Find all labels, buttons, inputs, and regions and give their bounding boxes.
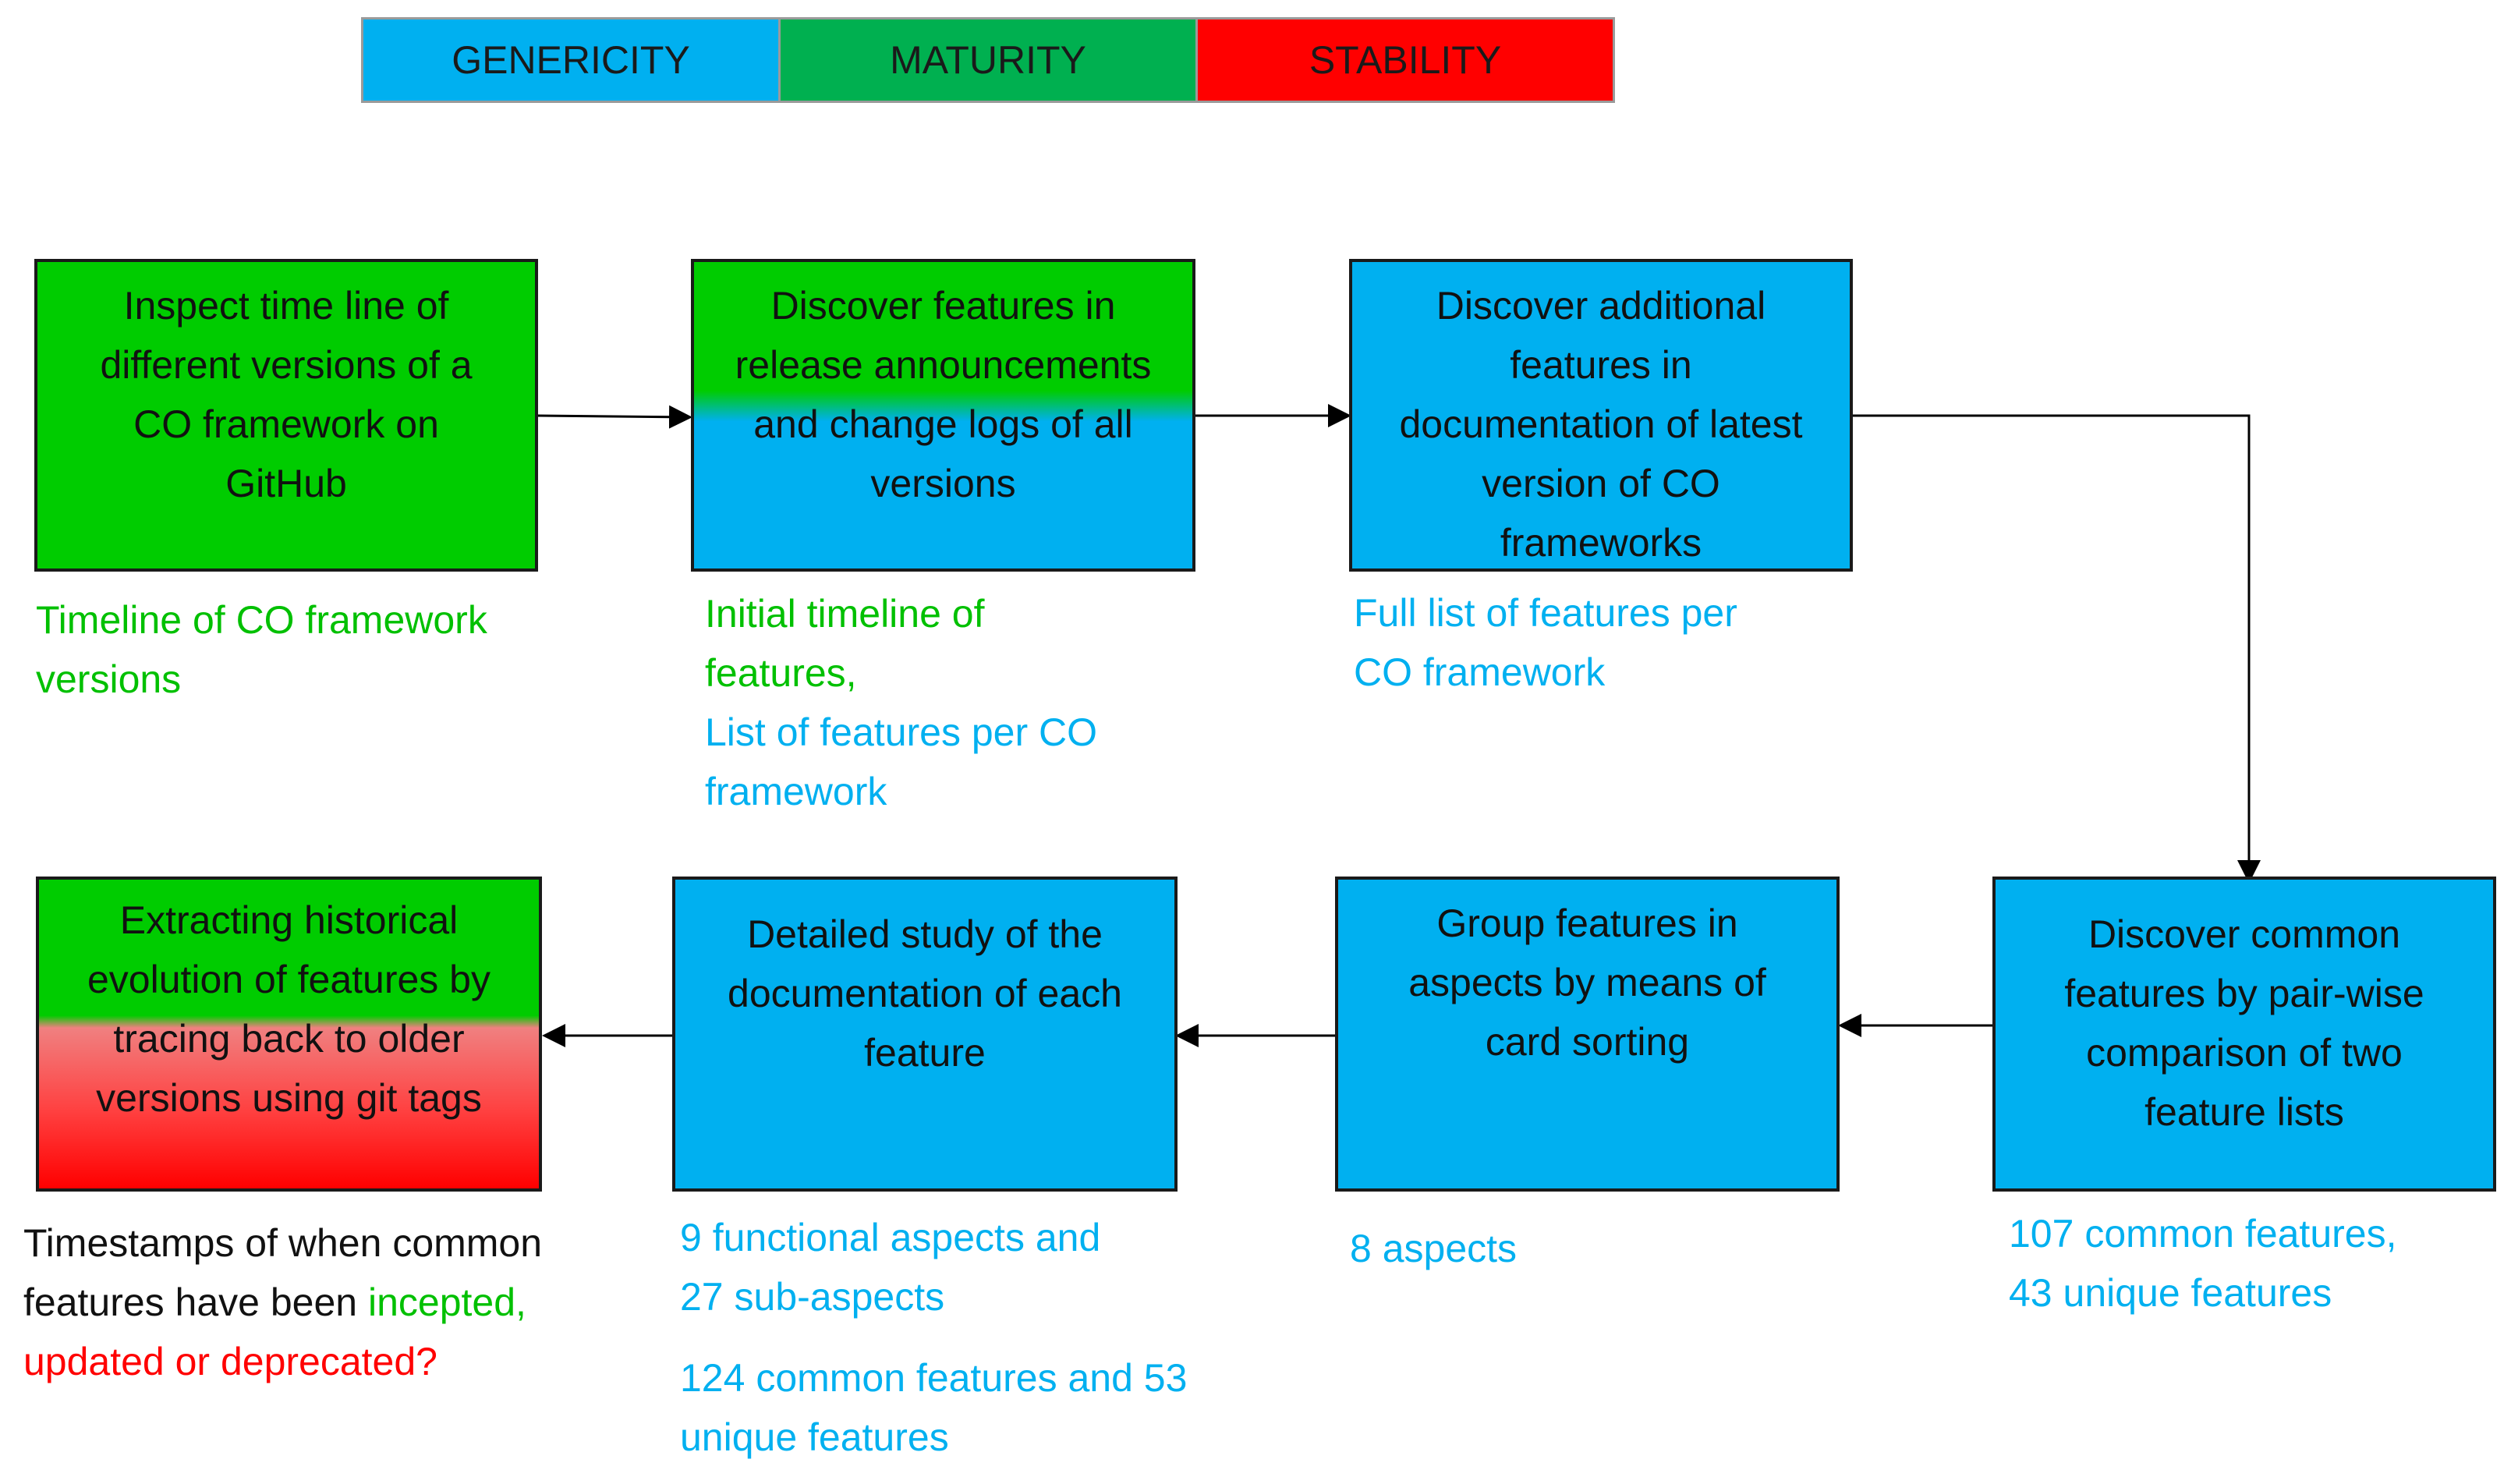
step-discover-common: Discover common features by pair-wise co… bbox=[1992, 877, 2496, 1192]
step-inspect-timeline: Inspect time line of different versions … bbox=[34, 259, 538, 572]
step-group-features: Group features in aspects by means of ca… bbox=[1335, 877, 1840, 1192]
output-full-list: Full list of features per CO framework bbox=[1354, 591, 1737, 694]
legend-genericity: GENERICITY bbox=[363, 19, 778, 101]
step-discover-release: Discover features in release announcemen… bbox=[691, 259, 1195, 572]
output-common-unique-107: 107 common features, 43 unique features bbox=[2009, 1212, 2397, 1315]
arrow-additional-to-common bbox=[1853, 414, 2261, 884]
output-initial-timeline: Initial timeline of features, List of fe… bbox=[705, 592, 1098, 813]
legend: GENERICITY MATURITY STABILITY bbox=[361, 17, 1615, 103]
step-discover-additional: Discover additional features in document… bbox=[1349, 259, 1853, 572]
step-extracting-history: Extracting historical evolution of featu… bbox=[36, 877, 542, 1192]
output-common-unique-124: 124 common features and 53 unique featur… bbox=[680, 1356, 1188, 1459]
output-timestamps: Timestamps of when common features have … bbox=[23, 1221, 543, 1383]
output-timeline-versions: Timeline of CO framework versions bbox=[36, 598, 487, 701]
step-detailed-study: Detailed study of the documentation of e… bbox=[672, 877, 1178, 1192]
legend-maturity: MATURITY bbox=[778, 19, 1195, 101]
output-functional-aspects: 9 functional aspects and 27 sub-aspects bbox=[680, 1216, 1101, 1319]
output-aspects-8: 8 aspects bbox=[1350, 1227, 1518, 1270]
legend-stability: STABILITY bbox=[1195, 19, 1613, 101]
arrow-inspect-to-release bbox=[537, 405, 692, 429]
